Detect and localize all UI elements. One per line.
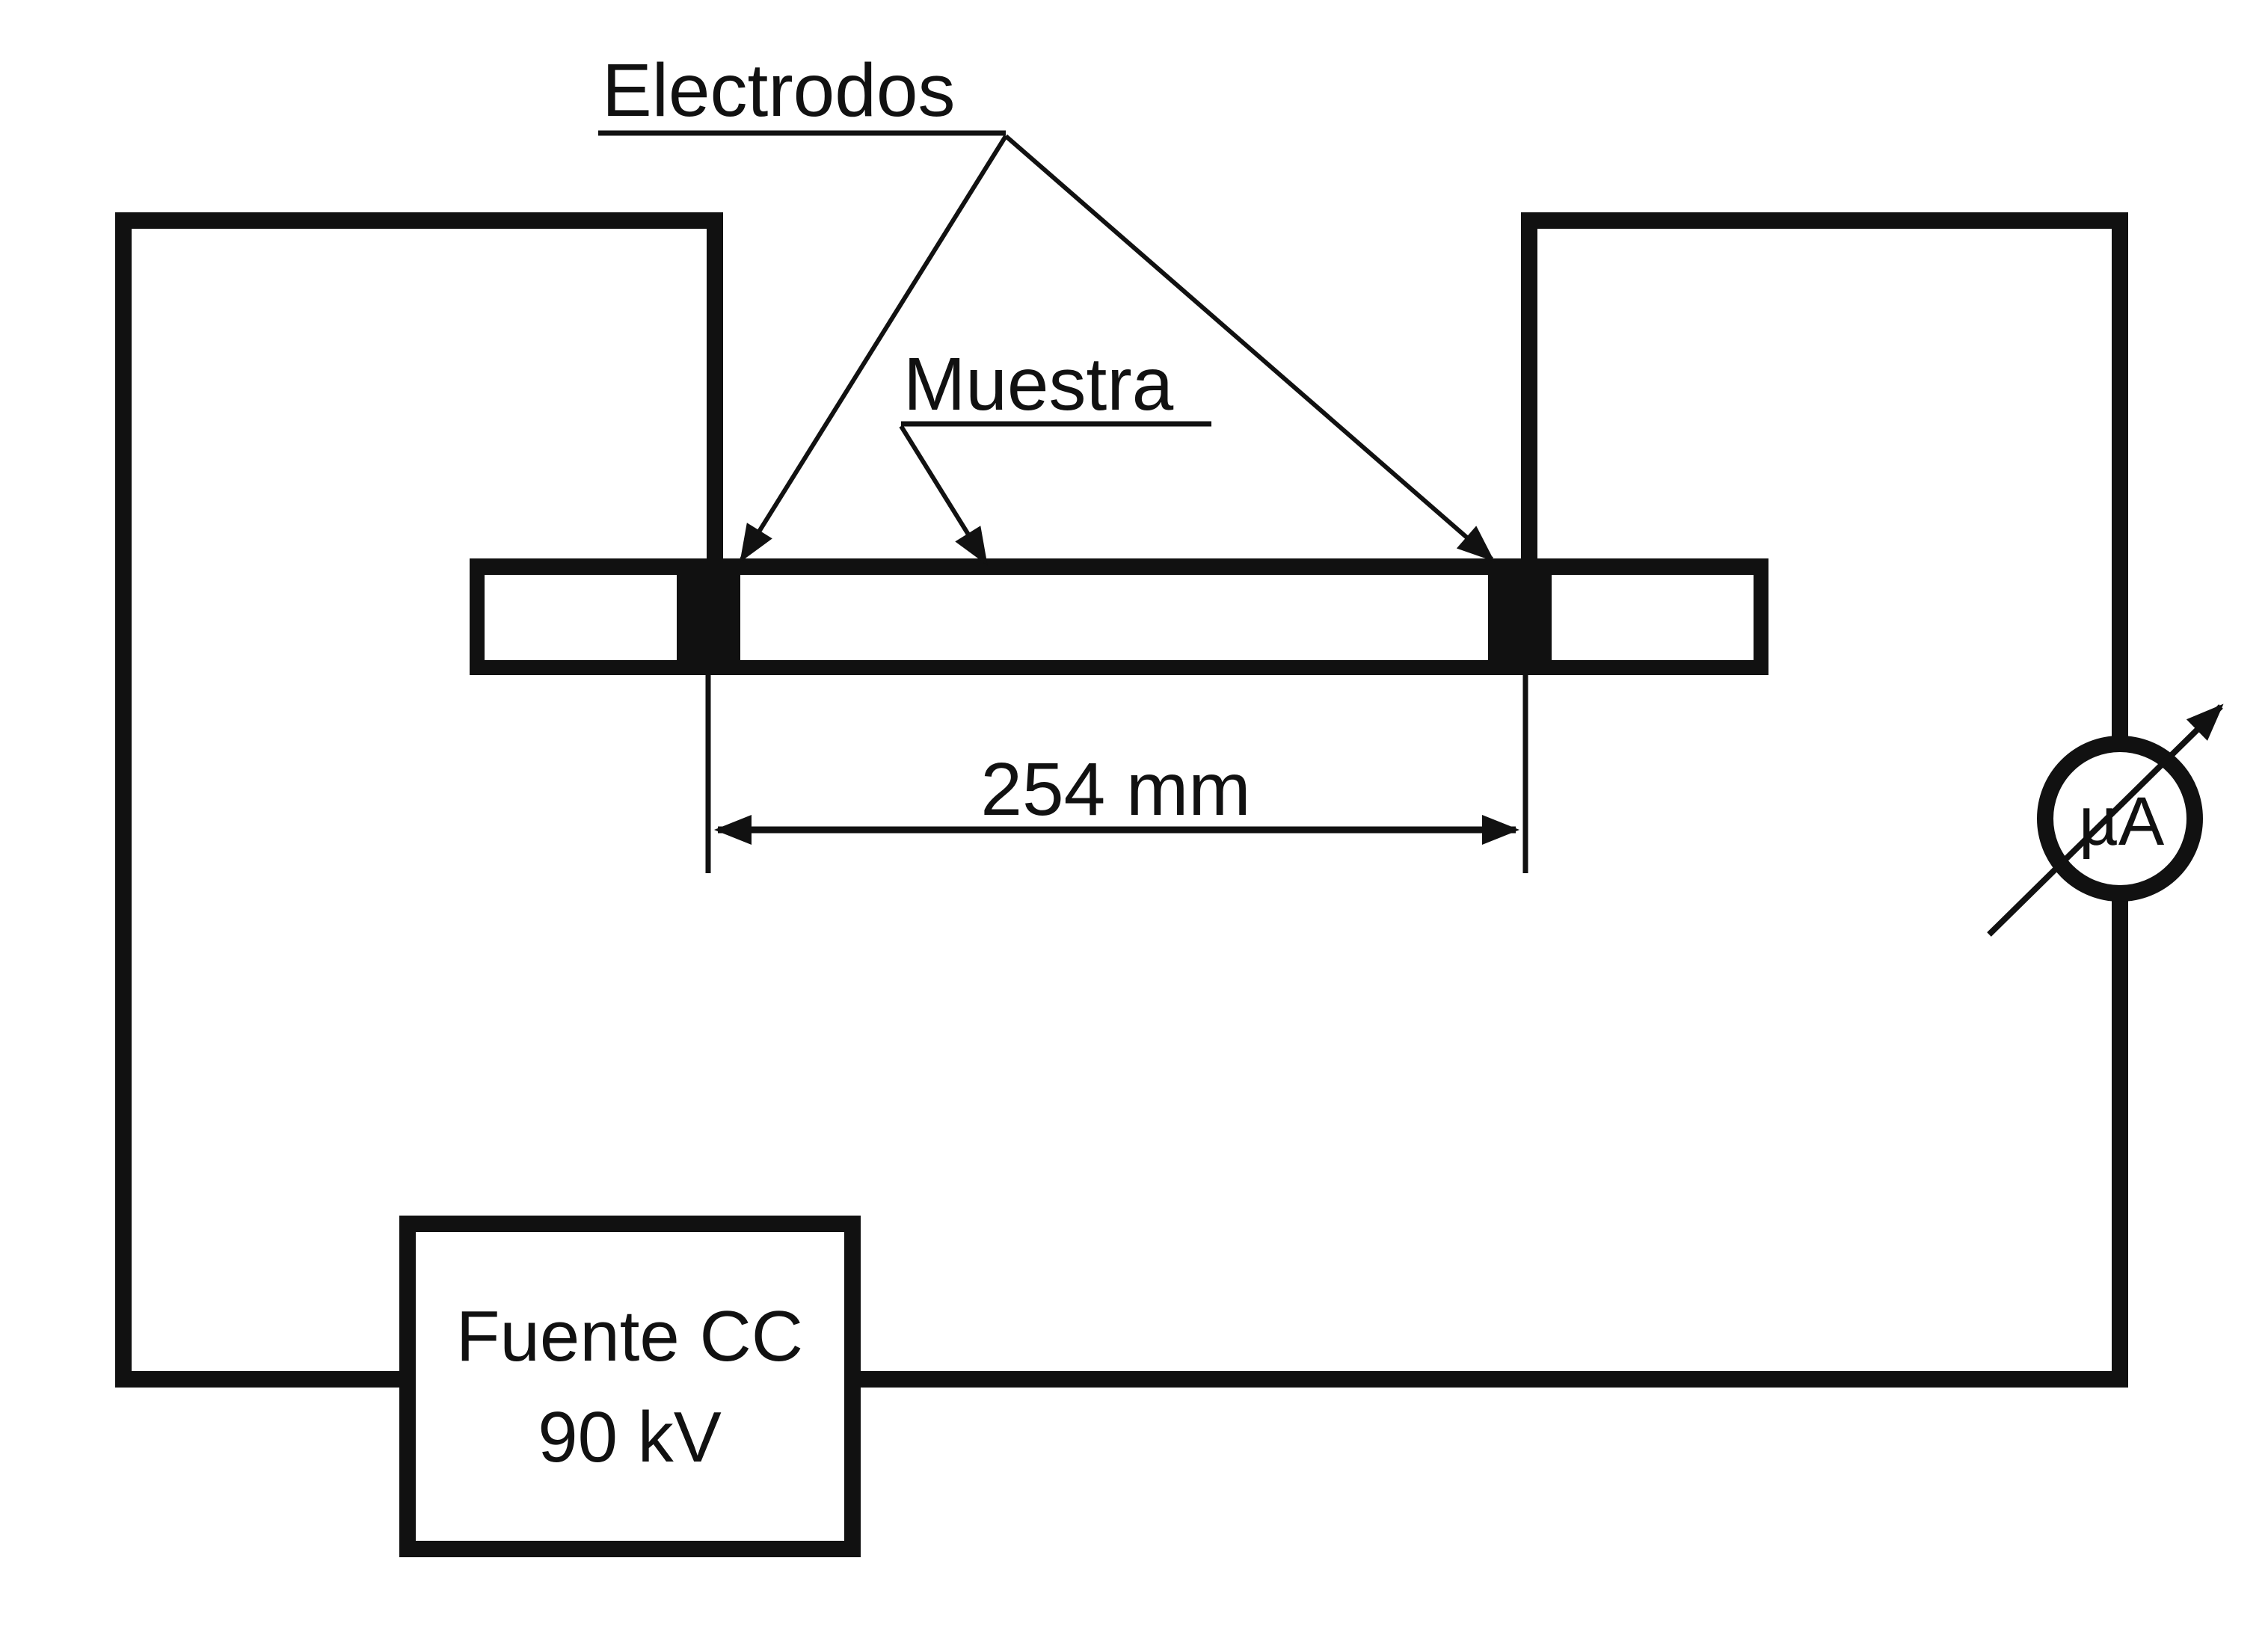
ammeter-circle bbox=[2037, 736, 2203, 902]
ammeter-arrow bbox=[1987, 703, 2224, 937]
circuit-wire-bottom-right bbox=[856, 890, 2128, 1388]
electrodes-label: Electrodos bbox=[602, 49, 955, 132]
sample-leader bbox=[899, 425, 988, 566]
circuit-wire-right bbox=[1521, 212, 2128, 736]
power-source-label-line1: Fuente CC bbox=[456, 1296, 803, 1376]
electrodes-leader-right bbox=[1004, 134, 1495, 562]
sample-bar bbox=[470, 559, 1768, 675]
power-source-label-line2: 90 kV bbox=[538, 1397, 721, 1477]
electrode-left bbox=[677, 559, 740, 675]
electrode-right bbox=[1488, 559, 1552, 675]
power-source-box bbox=[399, 1216, 861, 1557]
electrodes-leader-left bbox=[740, 135, 1008, 563]
sample-label: Muestra bbox=[903, 342, 1174, 426]
circuit-wire-left bbox=[115, 212, 723, 1388]
ammeter-label: µA bbox=[2079, 783, 2165, 860]
distance-label: 254 mm bbox=[980, 748, 1250, 831]
